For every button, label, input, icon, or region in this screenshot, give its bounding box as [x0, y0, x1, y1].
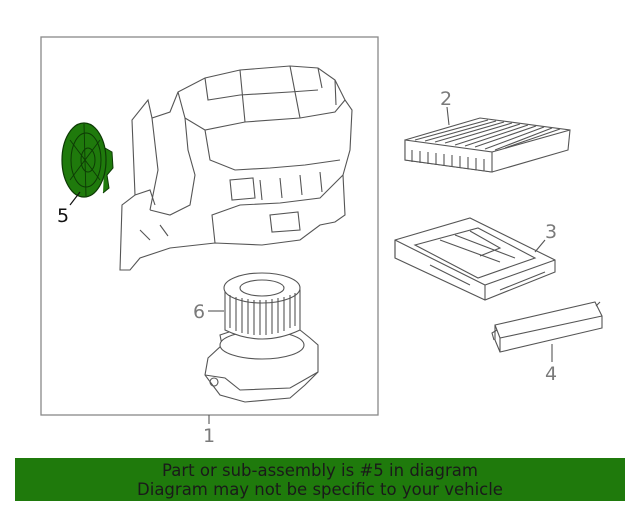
callout-2: 2 — [440, 88, 452, 110]
info-banner: Part or sub-assembly is #5 in diagram Di… — [15, 458, 625, 501]
part-5-highlighted — [61, 122, 114, 198]
callout-3: 3 — [545, 221, 557, 243]
leader-line-2 — [446, 106, 450, 126]
filter-tray — [394, 217, 556, 301]
banner-line-2: Diagram may not be specific to your vehi… — [137, 480, 503, 499]
parts-diagram: 1 2 3 4 5 6 — [40, 36, 603, 447]
callout-5: 5 — [57, 205, 69, 227]
callout-4: 4 — [545, 363, 557, 385]
callout-1: 1 — [203, 425, 215, 447]
blower-motor — [204, 272, 319, 403]
filter-cover — [491, 301, 603, 353]
callout-6: 6 — [193, 301, 205, 323]
leader-line-5 — [69, 191, 81, 206]
hvac-housing — [119, 65, 353, 271]
leader-line-3 — [534, 239, 546, 253]
cabin-filter — [404, 117, 571, 173]
banner-line-1: Part or sub-assembly is #5 in diagram — [162, 461, 478, 480]
